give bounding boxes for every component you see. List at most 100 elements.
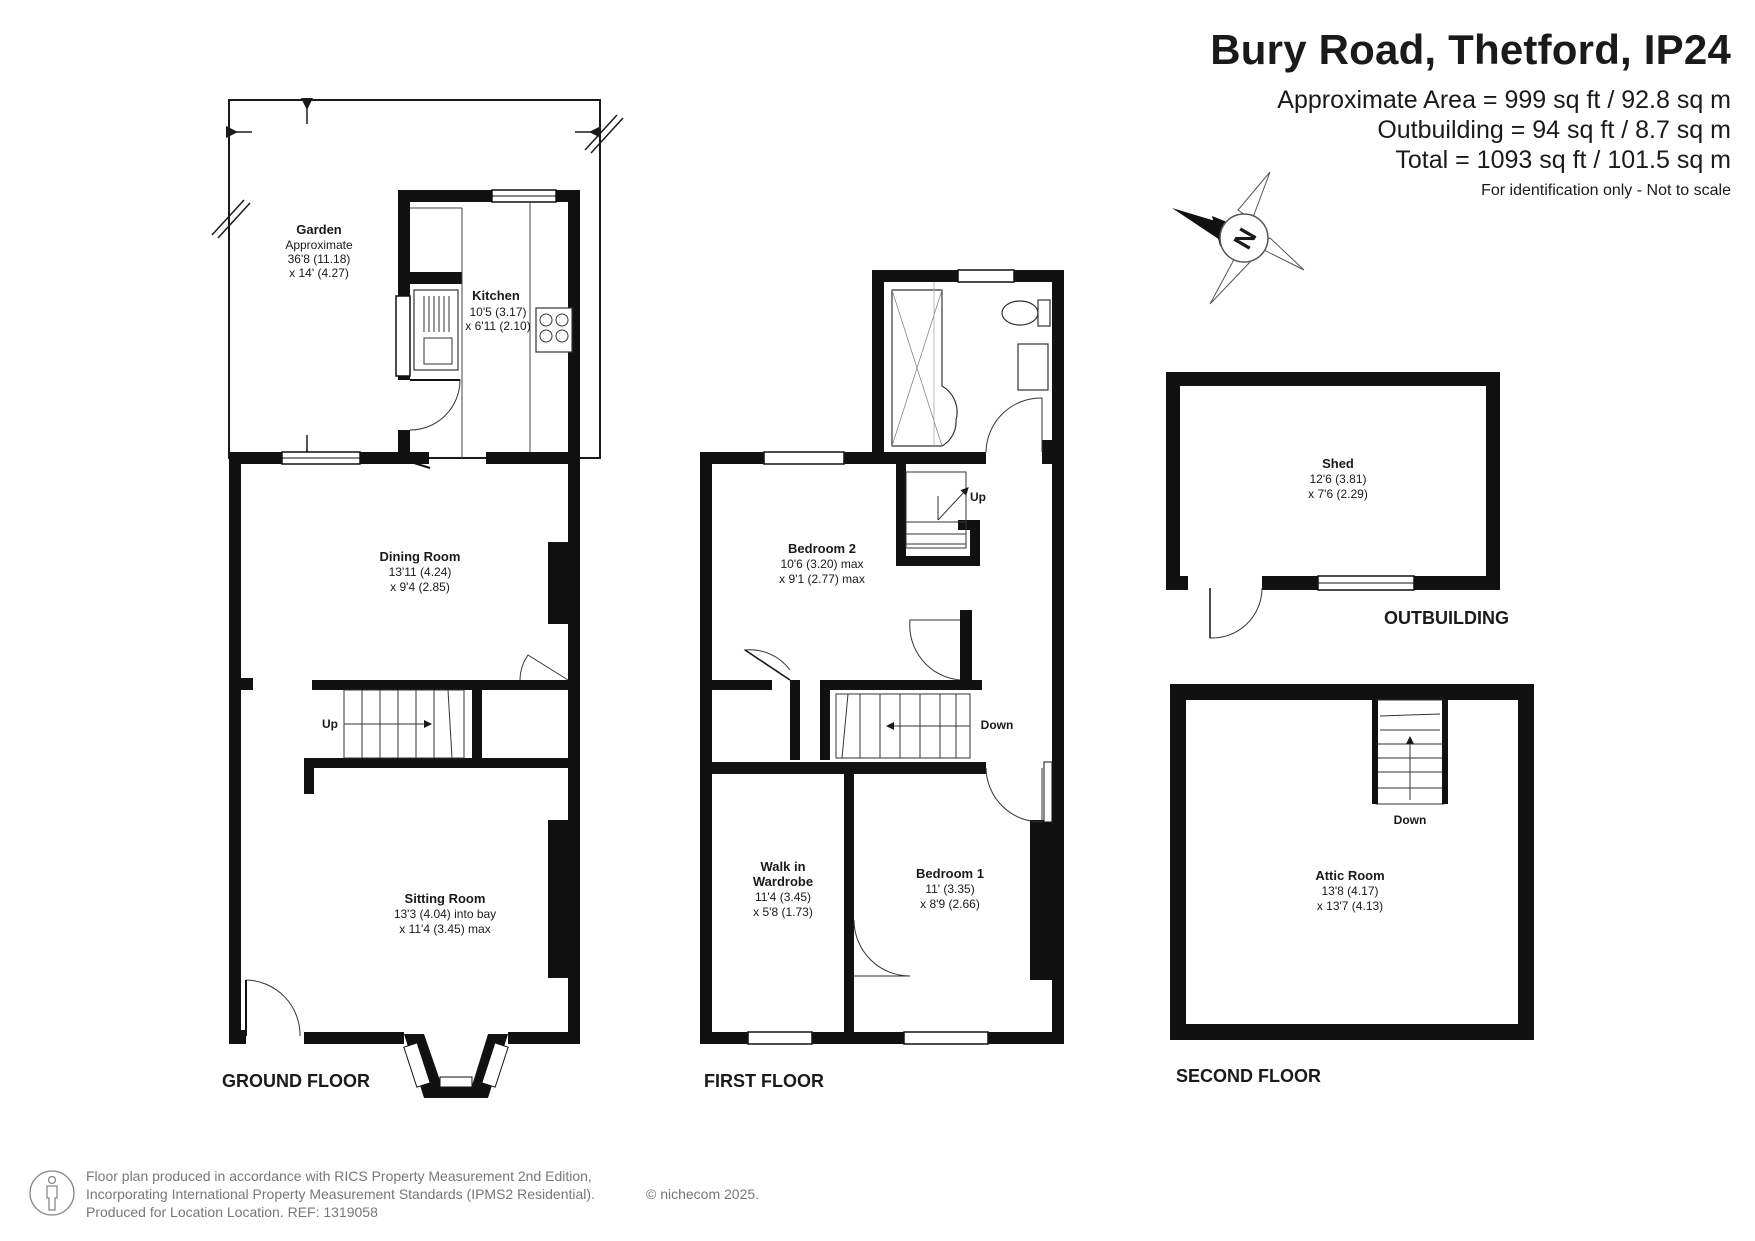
footer-line: Incorporating International Property Mea…: [86, 1186, 595, 1202]
stair-label: Down: [1394, 813, 1427, 827]
person-icon: [29, 1170, 75, 1216]
room-dimension: x 8'9 (2.66): [920, 897, 980, 911]
boundary-break: [590, 117, 624, 154]
room-note: Approximate: [285, 238, 353, 252]
floor-label: GROUND FLOOR: [222, 1071, 370, 1091]
wall: [410, 272, 462, 284]
window: [747, 1031, 813, 1045]
boundary-break: [217, 202, 251, 239]
room-dimension: x 9'1 (2.77) max: [779, 572, 865, 586]
floor-label: SECOND FLOOR: [1176, 1066, 1321, 1086]
wall: [712, 762, 986, 774]
window: [957, 269, 1015, 283]
window: [403, 1042, 431, 1088]
door-swing: [985, 767, 1043, 823]
room-dimension: x 13'7 (4.13): [1317, 899, 1383, 913]
stair-label: Up: [970, 490, 986, 504]
first-floor-plan: [700, 269, 1064, 1045]
outbuilding-area: Outbuilding = 94 sq ft / 8.7 sq m: [1377, 116, 1731, 144]
compass-icon: [1172, 171, 1305, 305]
staircase: [835, 693, 971, 759]
floor-label: OUTBUILDING: [1384, 608, 1509, 628]
ground-floor-plan: [211, 98, 624, 1098]
room-dimension: 10'5 (3.17): [470, 305, 527, 319]
boundary-break: [211, 199, 245, 236]
window: [481, 1042, 509, 1088]
door-swing: [1209, 587, 1263, 639]
room-name: Bedroom 2: [788, 541, 856, 556]
window: [395, 295, 411, 377]
footer-line: Produced for Location Location. REF: 131…: [86, 1204, 378, 1220]
door-swing: [245, 979, 301, 1037]
window: [439, 1076, 473, 1088]
room-name: Attic Room: [1315, 868, 1384, 883]
room-dimension: x 9'4 (2.85): [390, 580, 450, 594]
basin-icon: [1017, 343, 1049, 391]
door-swing: [909, 619, 961, 681]
wall: [844, 774, 854, 1032]
wall: [568, 452, 580, 1044]
total-area: Total = 1093 sq ft / 101.5 sq m: [1395, 146, 1731, 174]
wall: [312, 680, 568, 690]
bath-icon: [891, 289, 958, 447]
room-dimension: 13'8 (4.17): [1322, 884, 1379, 898]
door-leaf: [397, 457, 431, 469]
stair-label: Down: [981, 718, 1014, 732]
approximate-area: Approximate Area = 999 sq ft / 92.8 sq m: [1277, 86, 1731, 114]
chimney-breast: [548, 820, 568, 978]
scale-disclaimer: For identification only - Not to scale: [1481, 182, 1731, 199]
footer: Floor plan produced in accordance with R…: [86, 1167, 759, 1221]
room-dimension: 11'4 (3.45): [755, 890, 811, 904]
room-name: Sitting Room: [405, 891, 486, 906]
boundary-break: [584, 114, 618, 151]
sink-drainer-icon: [423, 296, 450, 332]
wall: [229, 452, 241, 1044]
room-name: Walk in: [760, 859, 805, 874]
wall: [508, 1032, 580, 1044]
second-floor-plan: [1170, 684, 1534, 1040]
door-swing: [853, 919, 911, 977]
window: [903, 1031, 989, 1045]
room-dimension: x 5'8 (1.73): [753, 905, 813, 919]
floor-label: FIRST FLOOR: [704, 1071, 824, 1091]
wall: [486, 452, 580, 464]
room-name: Wardrobe: [753, 874, 813, 889]
wall: [304, 1032, 404, 1044]
toilet-icon: [1001, 300, 1039, 326]
stair-label: Up: [322, 717, 338, 731]
wall: [398, 430, 410, 458]
sink-icon: [413, 289, 459, 371]
staircase: [905, 471, 969, 549]
room-dimension: x 11'4 (3.45) max: [399, 922, 490, 936]
room-dimension: 13'11 (4.24): [389, 565, 452, 579]
door-swing: [409, 379, 461, 431]
staircase: [343, 689, 465, 759]
door-swing: [985, 397, 1043, 453]
room-name: Shed: [1322, 456, 1354, 471]
room-dimension: 11' (3.35): [925, 882, 974, 896]
hob-icon: [535, 307, 573, 353]
copyright: © nichecom 2025.: [646, 1186, 760, 1202]
room-name: Dining Room: [380, 549, 461, 564]
room-dimension: x 7'6 (2.29): [1308, 487, 1368, 501]
room-dimension: 13'3 (4.04) into bay: [394, 907, 496, 921]
footer-line: Floor plan produced in accordance with R…: [86, 1168, 592, 1184]
door-swing: [519, 654, 569, 681]
wall: [700, 452, 712, 1044]
property-title: Bury Road, Thetford, IP24: [1210, 26, 1731, 73]
room-dimension: x 14' (4.27): [289, 266, 349, 280]
room-dimension: 10'6 (3.20) max: [781, 557, 864, 571]
wall: [568, 190, 580, 458]
chimney-breast: [548, 542, 568, 624]
window: [763, 451, 845, 465]
wall: [304, 758, 580, 768]
wall: [1052, 270, 1064, 1044]
room-name: Bedroom 1: [916, 866, 984, 881]
wall: [872, 270, 884, 464]
room-name: Garden: [296, 222, 342, 237]
room-name: Kitchen: [472, 288, 520, 303]
room-dimension: 12'6 (3.81): [1310, 472, 1367, 486]
room-dimension: x 6'11 (2.10): [465, 319, 530, 333]
chimney-breast: [1030, 820, 1052, 980]
